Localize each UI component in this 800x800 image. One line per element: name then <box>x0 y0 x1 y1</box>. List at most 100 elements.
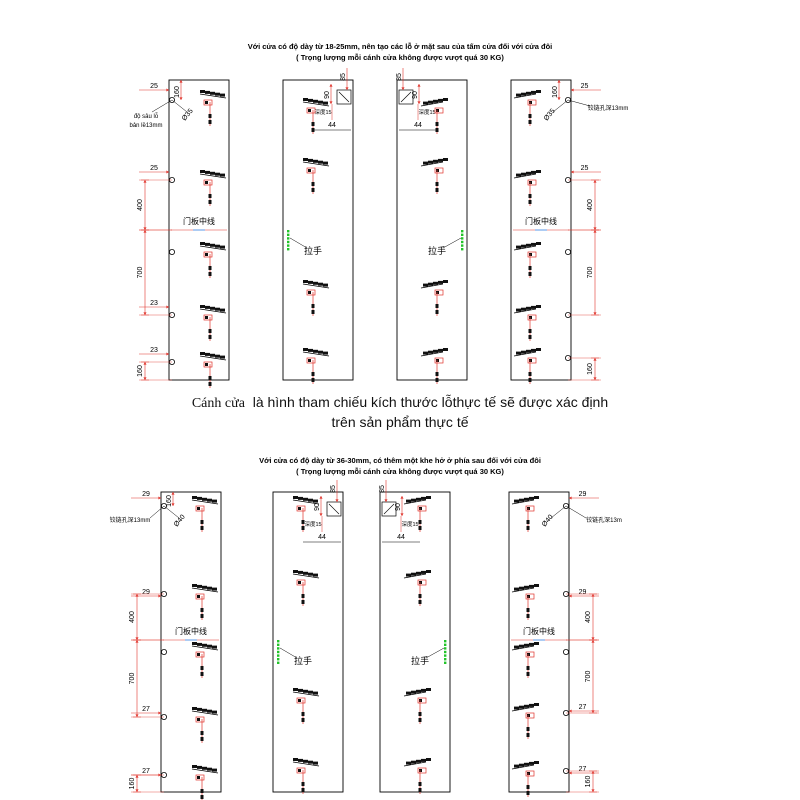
notch-diagonal <box>328 503 340 515</box>
hinge-block <box>406 499 411 503</box>
dimension-label: 27 <box>579 704 587 711</box>
arrow-head <box>135 640 139 643</box>
hinge-plate <box>195 716 205 723</box>
bottom-section-title: Với cửa có độ dày từ 36-30mm, có thêm mộ… <box>0 455 800 477</box>
hinge-screw <box>200 672 204 676</box>
hinge-block <box>205 90 210 94</box>
hinge-plate <box>195 651 205 658</box>
dimension-label: 29 <box>142 589 150 596</box>
hinge-plate <box>203 179 213 186</box>
hinge-block <box>308 280 313 284</box>
dimension-label: 27 <box>142 706 150 713</box>
hinge-block <box>516 93 521 97</box>
handle-mark-dot <box>444 640 447 643</box>
hinge-screw <box>418 712 422 716</box>
hinge-block <box>536 242 541 245</box>
center-line-label: 门板中线 <box>523 626 555 636</box>
hinge-arm <box>199 308 227 314</box>
hinge-block <box>313 499 318 503</box>
hinge-block <box>323 161 328 165</box>
door-panel-outline <box>282 79 354 381</box>
hinge-block <box>202 497 207 501</box>
hinge-block <box>516 245 521 249</box>
hinge-screw <box>208 382 212 386</box>
arrow-head <box>166 305 169 309</box>
center-line-label: 门板中线 <box>525 216 557 226</box>
hinge-block <box>308 572 313 576</box>
hinge-screw <box>205 363 208 366</box>
hinge-block <box>192 642 197 645</box>
hinge-block <box>416 759 421 763</box>
hinge-block <box>308 158 313 162</box>
diameter-label: Ø35 <box>543 108 557 123</box>
hinge-screw <box>197 776 200 779</box>
hinge-screw <box>311 310 315 314</box>
handle-mark-dot <box>287 244 290 247</box>
arrow-head <box>569 496 572 500</box>
hinge-screw <box>311 122 315 126</box>
hinge-screw <box>528 378 532 382</box>
hinge-screw <box>208 114 212 118</box>
hinge-cluster <box>302 158 330 194</box>
hinge-screw <box>418 782 422 786</box>
hinge-block <box>529 761 534 765</box>
hinge-block <box>406 761 411 765</box>
hinge-screw <box>435 182 439 186</box>
hinge-screw <box>435 310 439 314</box>
hinge-block <box>536 90 541 93</box>
hinge-block <box>529 642 534 646</box>
arrow-head <box>329 101 333 104</box>
hinge-plate <box>434 357 444 364</box>
dimension-label: 160 <box>166 495 173 507</box>
hinge-block <box>205 305 210 309</box>
hinge-block <box>215 172 220 176</box>
dimension-label: 90 <box>412 91 419 99</box>
arrow-head <box>143 377 147 380</box>
hinge-arm <box>513 93 537 99</box>
hinge-plate <box>527 357 537 364</box>
bottom-title-line-1: Với cửa có độ dày từ 36-30mm, có thêm mộ… <box>259 456 541 465</box>
hinge-plate <box>306 357 316 364</box>
arrow-head <box>400 496 404 499</box>
hinge-block <box>529 496 534 500</box>
hinge-screw <box>200 520 204 524</box>
hinge-arm <box>420 161 444 167</box>
hinge-block <box>207 709 212 713</box>
dimension-label: 85 <box>340 73 347 81</box>
hinge-block <box>516 351 521 355</box>
arrow-head <box>171 492 175 495</box>
hinge-screw <box>526 520 530 524</box>
hinge-block <box>519 644 524 648</box>
arrow-head <box>569 594 572 598</box>
hinge-block <box>192 765 197 768</box>
hinge-screw <box>308 359 311 362</box>
hinge-block <box>443 348 448 351</box>
hinge-cluster <box>191 642 219 678</box>
hinge-plate <box>527 314 537 321</box>
hinge-cluster <box>511 642 539 678</box>
hinge-plate <box>417 697 427 704</box>
hinge-screw <box>529 181 532 184</box>
handle-mark-dot <box>277 643 280 646</box>
notch-diagonal <box>338 91 350 103</box>
hinge-screw <box>200 737 204 741</box>
door-panel-outline <box>160 491 222 793</box>
hinge-screw <box>301 520 305 524</box>
hinge-screw <box>528 194 532 198</box>
hinge-block <box>220 93 225 97</box>
hinge-block <box>308 98 313 102</box>
hinge-block <box>416 689 421 693</box>
arrow-head <box>135 789 139 792</box>
hinge-block <box>202 585 207 589</box>
hinge-screw <box>208 120 212 124</box>
hinge-cluster <box>403 496 431 532</box>
hinge-block <box>524 585 529 589</box>
diameter-leader <box>550 505 567 519</box>
hinge-plate <box>434 289 444 296</box>
arrow-head <box>417 84 421 87</box>
hinge-plate <box>296 579 306 586</box>
hinge-cluster <box>302 348 330 384</box>
hinge-block <box>298 496 303 500</box>
hinge-block <box>210 353 215 357</box>
